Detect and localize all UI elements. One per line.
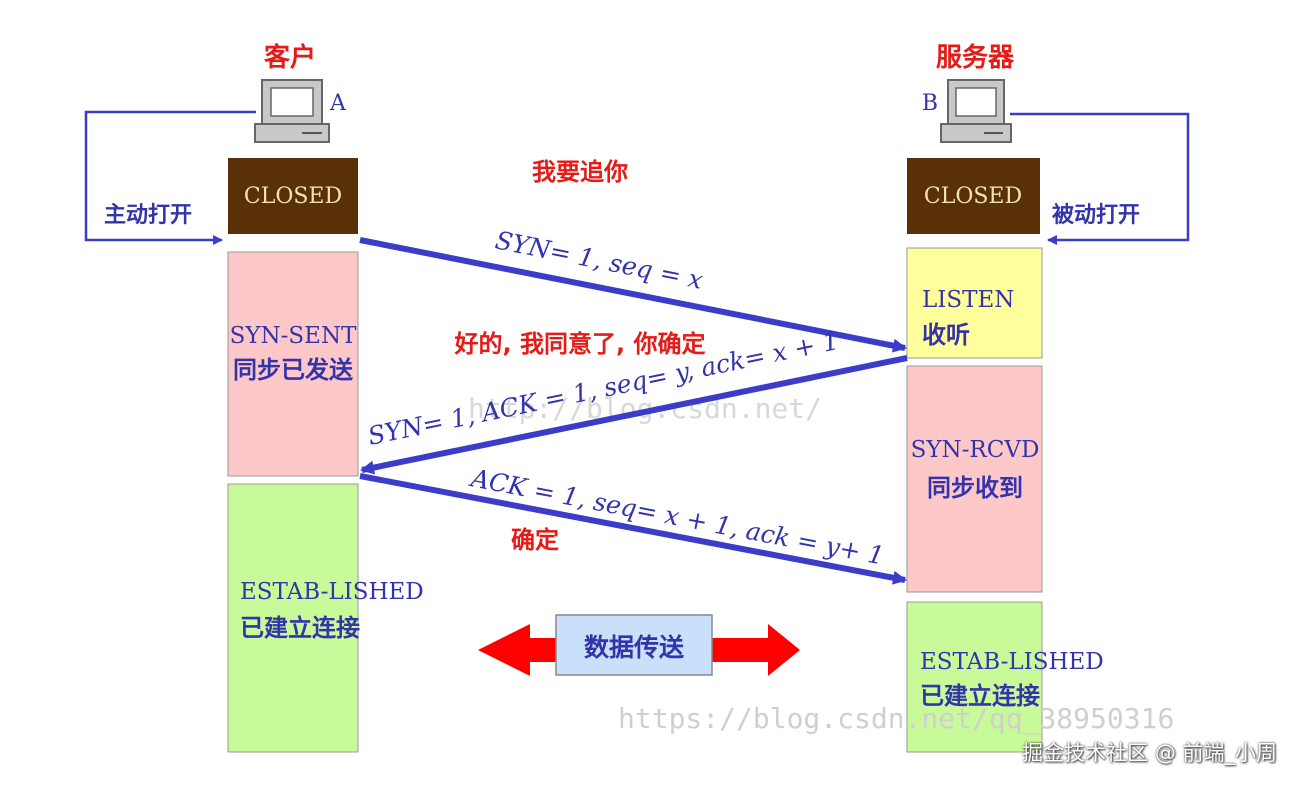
server-established-box: ESTAB-LISHED 已建立连接 <box>906 601 1104 753</box>
client-tag: A <box>329 91 347 116</box>
bottom-watermark: https://blog.csdn.net/qq_38950316 <box>618 702 1174 736</box>
client-established-en: ESTAB-LISHED <box>240 579 424 605</box>
server-listen-box: LISTEN 收听 <box>906 247 1043 359</box>
message-3: 确定 ACK = 1, seq= x + 1, ack = y+ 1 <box>359 463 907 585</box>
client-syn-sent-box: SYN-SENT 同步已发送 <box>227 251 359 477</box>
client-established-zh: 已建立连接 <box>240 614 360 642</box>
message-3-label: ACK = 1, seq= x + 1, ack = y+ 1 <box>467 463 887 570</box>
data-transfer-arrow: 数据传送 <box>478 614 800 676</box>
data-transfer-label: 数据传送 <box>584 633 684 662</box>
syn-sent-en: SYN-SENT <box>230 323 358 349</box>
syn-sent-zh: 同步已发送 <box>233 356 354 384</box>
passive-open-loop: 被动打开 <box>1010 112 1190 245</box>
message-3-note: 确定 <box>511 526 559 554</box>
server-title: 服务器 <box>936 43 1015 73</box>
active-open-loop: 主动打开 <box>84 110 256 245</box>
server-tag: B <box>922 91 938 116</box>
server-established-en: ESTAB-LISHED <box>920 649 1104 675</box>
passive-open-label: 被动打开 <box>1052 203 1140 228</box>
server-closed-label: CLOSED <box>924 184 1022 209</box>
client-closed-label: CLOSED <box>244 184 342 209</box>
inline-watermark: http://blog.csdn.net/ <box>468 392 822 425</box>
client-established-box: ESTAB-LISHED 已建立连接 <box>227 483 424 753</box>
syn-rcvd-en: SYN-RCVD <box>911 437 1040 463</box>
active-open-label: 主动打开 <box>104 203 192 228</box>
client-closed-box: CLOSED <box>228 158 358 234</box>
listen-en: LISTEN <box>922 287 1014 313</box>
client-computer-icon <box>254 79 330 143</box>
message-1: 我要追你 SYN= 1, seq = x <box>359 158 907 353</box>
client-title: 客户 <box>264 42 316 73</box>
server-established-zh: 已建立连接 <box>920 682 1040 710</box>
listen-zh: 收听 <box>922 321 970 349</box>
syn-rcvd-zh: 同步收到 <box>927 474 1023 502</box>
footer-credit: 掘金技术社区 @ 前端_小周 <box>1022 741 1277 765</box>
server-computer-icon <box>940 79 1012 143</box>
server-closed-box: CLOSED <box>907 158 1040 234</box>
message-2-note: 好的, 我同意了, 你确定 <box>454 330 706 358</box>
server-syn-rcvd-box: SYN-RCVD 同步收到 <box>906 365 1043 593</box>
message-1-note: 我要追你 <box>532 158 628 186</box>
